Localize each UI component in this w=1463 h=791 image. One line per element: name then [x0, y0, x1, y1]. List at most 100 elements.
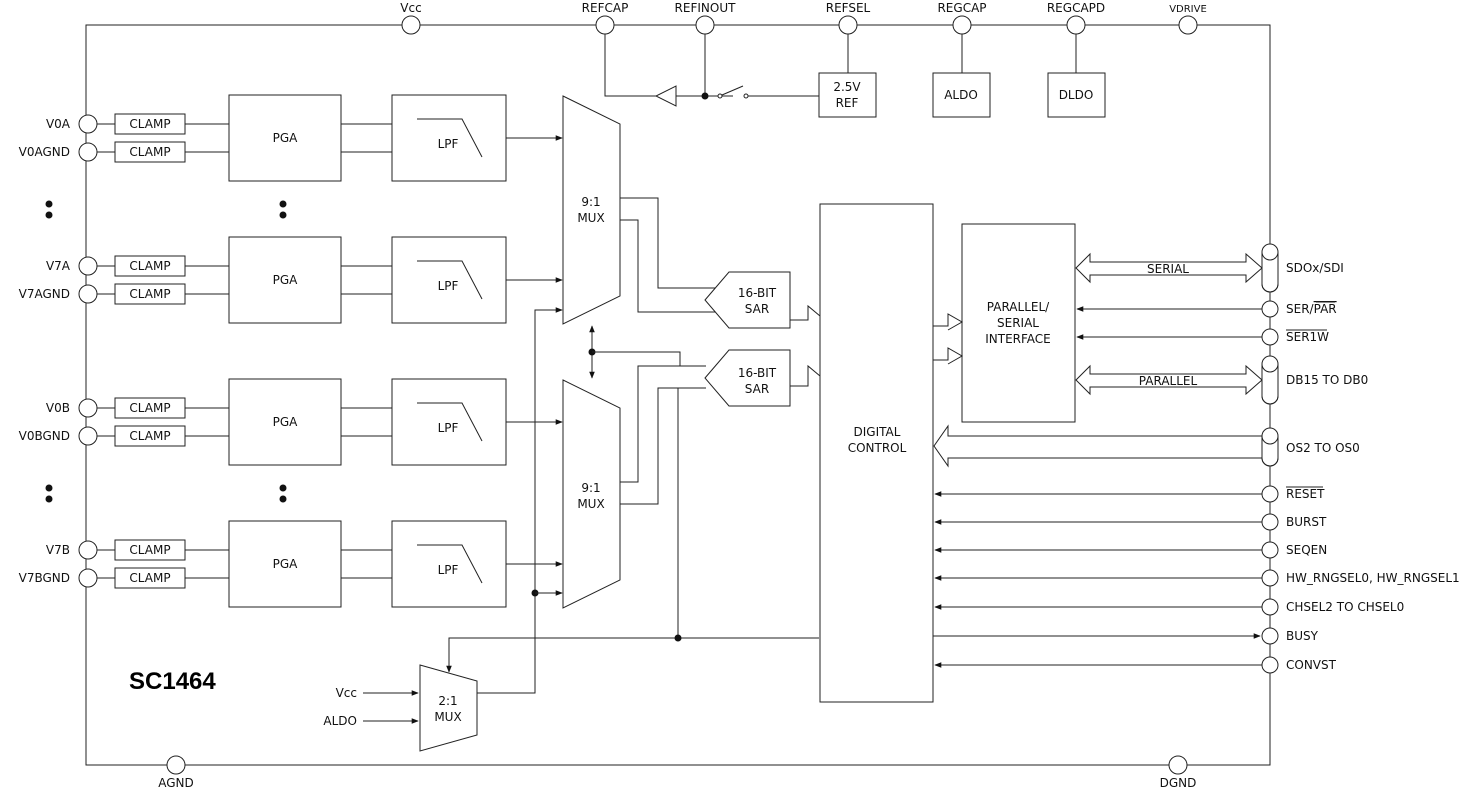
clamp-label: CLAMP — [129, 429, 170, 443]
pin-label-v0b: V0B — [46, 401, 70, 415]
pga-label: PGA — [273, 557, 299, 571]
pin-label-v7agnd: V7AGND — [19, 287, 70, 301]
pin-convst: CONVST — [934, 656, 1337, 674]
ref-label-1: 2.5V — [833, 80, 861, 94]
pga-label: PGA — [273, 273, 299, 287]
pin-label-v7a: V7A — [46, 259, 71, 273]
mux-b-label-1: 9:1 — [581, 481, 600, 495]
pin-ser-par: SER/PAR — [1076, 300, 1337, 318]
pin-refsel: REFSEL — [826, 1, 871, 35]
sar-b-label-1: 16-BIT — [738, 366, 777, 380]
pin-label-refinout: REFINOUT — [675, 1, 737, 15]
clamp-label: CLAMP — [129, 145, 170, 159]
digital-label-1: DIGITAL — [854, 425, 901, 439]
mux2-input-aldo: ALDO — [323, 714, 357, 728]
sar-a — [704, 271, 791, 329]
iface-label-2: SERIAL — [997, 316, 1039, 330]
pin-label-seqen: SEQEN — [1286, 543, 1327, 557]
pin-label-refcap: REFCAP — [582, 1, 629, 15]
lpf-label: LPF — [438, 563, 459, 577]
sar-b — [704, 349, 791, 407]
ref-buffer — [654, 85, 677, 107]
channel-v7b: V7B V7BGND CLAMP CLAMP PGA LPF — [19, 520, 563, 608]
pin-label-db: DB15 TO DB0 — [1286, 373, 1368, 387]
pin-label-regcap: REGCAP — [937, 1, 986, 15]
mux-b-label-2: MUX — [577, 497, 604, 511]
pin-busy: BUSY — [933, 627, 1319, 645]
pin-label-ser-par-b: PAR — [1314, 302, 1337, 316]
bus-label-serial: SERIAL — [1147, 262, 1189, 276]
pga-label: PGA — [273, 131, 299, 145]
pin-sdox: SDOx/SDI — [1261, 243, 1344, 293]
pin-regcapd: REGCAPD — [1047, 1, 1105, 35]
channel-v0a: V0A V0AGND CLAMP CLAMP PGA LPF — [19, 94, 563, 182]
mux-2to1 — [419, 664, 478, 752]
pin-label-ser1w: SER1W — [1286, 330, 1329, 344]
pin-label-chsel: CHSEL2 TO CHSEL0 — [1286, 600, 1404, 614]
pin-label-vdrive: VDRIVE — [1169, 4, 1207, 15]
clamp-label: CLAMP — [129, 259, 170, 273]
clamp-label: CLAMP — [129, 287, 170, 301]
ref-label-2: REF — [836, 96, 859, 110]
interface-block — [961, 223, 1076, 423]
pin-vdrive: VDRIVE — [1169, 4, 1207, 35]
pin-agnd: AGND — [158, 755, 194, 790]
pin-label-agnd: AGND — [158, 776, 194, 790]
mux-9to1-a — [562, 95, 621, 325]
pin-label-v0a: V0A — [46, 117, 71, 131]
pin-refinout: REFINOUT — [675, 1, 737, 35]
mux-a-label-1: 9:1 — [581, 195, 600, 209]
channel-v7a: V7A V7AGND CLAMP CLAMP PGA LPF — [19, 236, 563, 324]
lpf-label: LPF — [438, 279, 459, 293]
mux2-label-1: 2:1 — [438, 694, 457, 708]
pin-label-v0bgnd: V0BGND — [19, 429, 70, 443]
mux-9to1-b — [562, 379, 621, 609]
pin-hw-rngsel: HW_RNGSEL0, HW_RNGSEL1 — [934, 569, 1460, 587]
pin-label-os: OS2 TO OS0 — [1286, 441, 1360, 455]
clamp-label: CLAMP — [129, 401, 170, 415]
ref-switch — [721, 85, 744, 96]
pin-regcap: REGCAP — [937, 1, 987, 35]
dldo-label: DLDO — [1059, 88, 1094, 102]
lpf-label: LPF — [438, 137, 459, 151]
pin-label-v0agnd: V0AGND — [19, 145, 70, 159]
mux2-input-vcc: Vcc — [336, 686, 357, 700]
iface-label-1: PARALLEL/ — [987, 300, 1050, 314]
pin-ser1w: SER1W — [1076, 328, 1329, 346]
dldo-block — [1047, 72, 1106, 118]
pin-os: OS2 TO OS0 — [933, 424, 1360, 468]
clamp-label: CLAMP — [129, 117, 170, 131]
aldo-block — [932, 72, 991, 118]
pin-burst: BURST — [934, 513, 1327, 531]
channel-v0b: V0B V0BGND CLAMP CLAMP PGA LPF — [19, 378, 563, 466]
pin-label-v7bgnd: V7BGND — [19, 571, 70, 585]
sar-a-label-1: 16-BIT — [738, 286, 777, 300]
aldo-label: ALDO — [944, 88, 978, 102]
sar-a-label-2: SAR — [745, 302, 769, 316]
chip-name: SC1464 — [129, 668, 216, 695]
mux2-label-2: MUX — [434, 710, 461, 724]
digital-control-block — [819, 203, 934, 703]
svg-text:SER/PAR: SER/PAR — [1286, 302, 1337, 316]
clamp-label: CLAMP — [129, 543, 170, 557]
iface-label-3: INTERFACE — [985, 332, 1051, 346]
pin-label-ser-par-a: SER/ — [1286, 302, 1315, 316]
pin-label-dgnd: DGND — [1160, 776, 1197, 790]
pin-label-burst: BURST — [1286, 515, 1327, 529]
mux-a-label-2: MUX — [577, 211, 604, 225]
pin-label-vcc: Vcc — [400, 1, 421, 15]
pin-label-reset: RESET — [1286, 487, 1325, 501]
pin-db: DB15 TO DB0 — [1261, 355, 1368, 405]
pin-label-v7b: V7B — [46, 543, 70, 557]
pin-label-sdox: SDOx/SDI — [1286, 261, 1344, 275]
pin-dgnd: DGND — [1160, 755, 1197, 790]
pin-label-regcapd: REGCAPD — [1047, 1, 1105, 15]
pin-label-refsel: REFSEL — [826, 1, 871, 15]
pga-label: PGA — [273, 415, 299, 429]
pin-vcc-top: Vcc — [400, 1, 422, 35]
bus-label-parallel: PARALLEL — [1139, 374, 1198, 388]
lpf-label: LPF — [438, 421, 459, 435]
pin-label-convst: CONVST — [1286, 658, 1337, 672]
clamp-label: CLAMP — [129, 571, 170, 585]
